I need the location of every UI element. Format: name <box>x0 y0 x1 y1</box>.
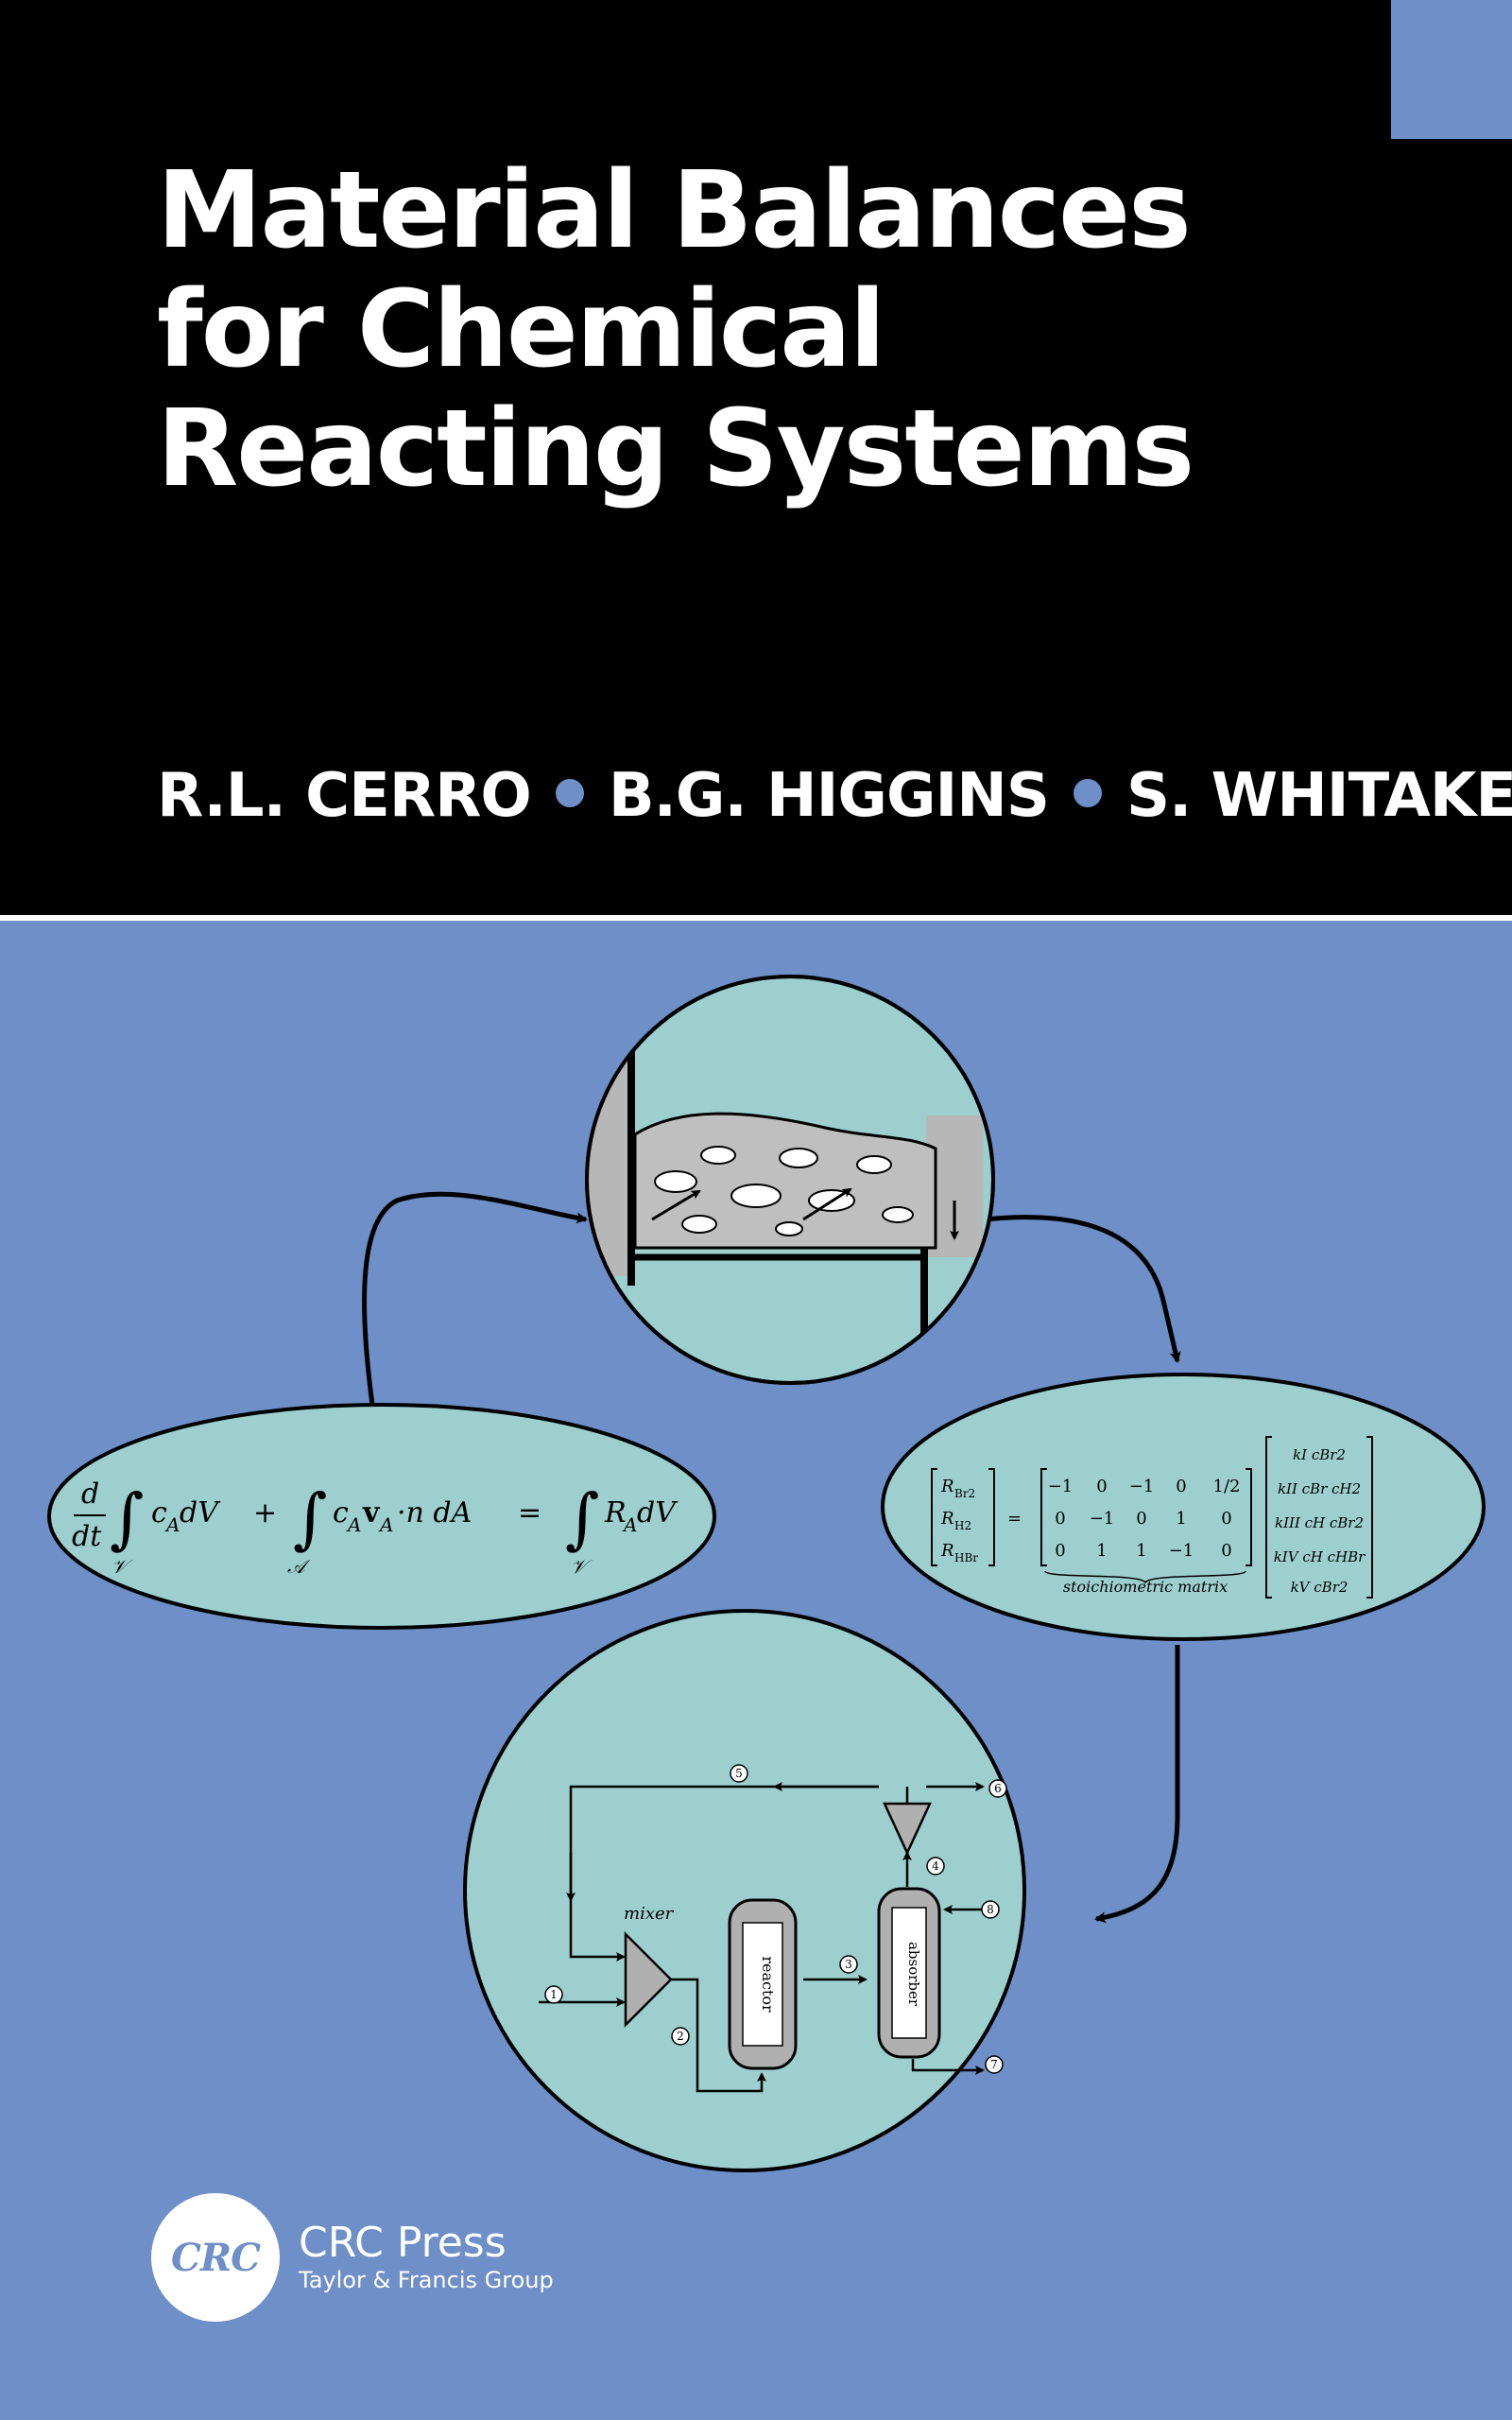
matrix-cell: 1/2 <box>1213 1477 1241 1496</box>
stream-number: 4 <box>932 1859 939 1873</box>
matrix-cell: −1 <box>1090 1509 1115 1529</box>
stream-number: 8 <box>987 1903 994 1916</box>
book-title: Material Balances for Chemical Reacting … <box>157 149 1194 510</box>
stream-number: 7 <box>990 2058 998 2071</box>
eq-term2-tail: ·n dA <box>397 1496 472 1530</box>
title-line: Reacting Systems <box>157 388 1194 510</box>
matrix-cell: 1 <box>1136 1541 1146 1561</box>
mixer-shape <box>624 1930 673 2029</box>
crc-logo-text: CRC <box>171 2235 261 2280</box>
stream-number: 3 <box>845 1958 852 1971</box>
eq-term1: c <box>151 1496 167 1530</box>
matrix-cell: −1 <box>1169 1541 1194 1561</box>
matrix-cell: 0 <box>1221 1541 1231 1561</box>
publisher-group: Taylor & Francis Group <box>299 2267 554 2293</box>
rate-expression: kI cBr2 <box>1293 1446 1346 1463</box>
matrix-lhs-sub: Br2 <box>954 1487 975 1500</box>
flowsheet-circle: mixer reactor absorber 1 2 3 4 5 6 7 8 <box>463 1609 1026 2172</box>
title-line: for Chemical <box>157 268 885 391</box>
author-list: R.L. CERRO B.G. HIGGINS S. WHITAKER <box>157 762 1512 830</box>
corner-accent <box>1391 0 1512 139</box>
eq-term3-tail: dV <box>637 1496 679 1530</box>
matrix-cell: −1 <box>1048 1477 1074 1496</box>
matrix-lhs: R <box>940 1477 954 1496</box>
flow-arrow <box>984 1215 1181 1363</box>
stream-number: 1 <box>550 1988 558 2001</box>
eq-d: d <box>81 1478 99 1511</box>
matrix-lhs: R <box>940 1541 954 1561</box>
matrix-caption: stoichiometric matrix <box>1063 1578 1228 1596</box>
eq-dt: dt <box>72 1520 102 1553</box>
stream-number: 5 <box>735 1767 743 1780</box>
eq-term2: c <box>333 1496 349 1530</box>
rate-expression: kV cBr2 <box>1291 1579 1349 1596</box>
matrix-cell: 0 <box>1136 1509 1146 1529</box>
author-name: S. WHITAKER <box>1125 761 1512 831</box>
publisher-block: CRC CRC Press Taylor & Francis Group <box>151 2193 554 2322</box>
eq-sub: A <box>378 1513 393 1536</box>
matrix-cell: −1 <box>1129 1477 1155 1496</box>
author-name: R.L. CERRO <box>157 761 532 831</box>
eq-term3: R <box>604 1496 627 1530</box>
matrix-lhs: R <box>940 1509 954 1529</box>
eq-equals: = <box>518 1496 541 1530</box>
stream-number: 2 <box>677 2030 684 2043</box>
eq-plus: + <box>253 1496 277 1530</box>
author-name: B.G. HIGGINS <box>608 761 1050 831</box>
matrix-cell: 0 <box>1221 1509 1231 1529</box>
reactor-label: reactor <box>759 1956 777 2013</box>
publisher-name: CRC Press <box>299 2219 507 2267</box>
matrix-cell: 0 <box>1096 1477 1107 1496</box>
matrix-lhs-sub: HBr <box>954 1551 978 1564</box>
crc-logo: CRC <box>151 2193 280 2322</box>
matrix-equals: = <box>1007 1509 1022 1529</box>
eq-velocity: v <box>362 1496 381 1530</box>
rate-expression: kII cBr cH2 <box>1278 1480 1361 1497</box>
eq-sub: A <box>622 1513 637 1536</box>
matrix-cell: 0 <box>1055 1541 1065 1561</box>
matrix-lhs-sub: H2 <box>954 1519 971 1532</box>
flow-arrow <box>1094 1645 1180 1924</box>
eq-sub: A <box>164 1513 180 1536</box>
eq-sub: A <box>346 1513 361 1536</box>
balance-equation-ellipse: d dt ∫ 𝒱 c A dV + ∫ 𝒜 c A v A ·n dA = ∫ … <box>47 1403 716 1630</box>
matrix-cell: 1 <box>1096 1541 1107 1561</box>
stoichiometric-matrix-ellipse: R Br2 R H2 R HBr = −1 0 −1 0 1/2 0 −1 0 … <box>881 1373 1486 1641</box>
tray-circle <box>585 975 995 1385</box>
title-line: Material Balances <box>157 149 1192 272</box>
absorber-label: absorber <box>905 1942 922 2007</box>
matrix-cell: 0 <box>1176 1477 1186 1496</box>
stream-number: 6 <box>994 1782 1002 1795</box>
separator-dot <box>555 779 584 808</box>
svg-text:∫: ∫ <box>293 1479 327 1557</box>
svg-text:∫: ∫ <box>110 1479 144 1557</box>
title-band <box>0 0 1512 915</box>
rate-expression: kIII cH cBr2 <box>1275 1514 1364 1531</box>
flow-arrow <box>362 1191 588 1406</box>
svg-text:∫: ∫ <box>565 1479 599 1557</box>
splitter-shape <box>883 1802 932 1856</box>
mixer-label: mixer <box>624 1904 675 1924</box>
separator-dot <box>1073 779 1102 808</box>
matrix-cell: 1 <box>1176 1509 1186 1529</box>
rate-expression: kIV cH cHBr <box>1274 1548 1366 1565</box>
eq-term1-tail: dV <box>180 1496 221 1530</box>
divider-line <box>0 915 1512 921</box>
matrix-cell: 0 <box>1055 1509 1065 1529</box>
